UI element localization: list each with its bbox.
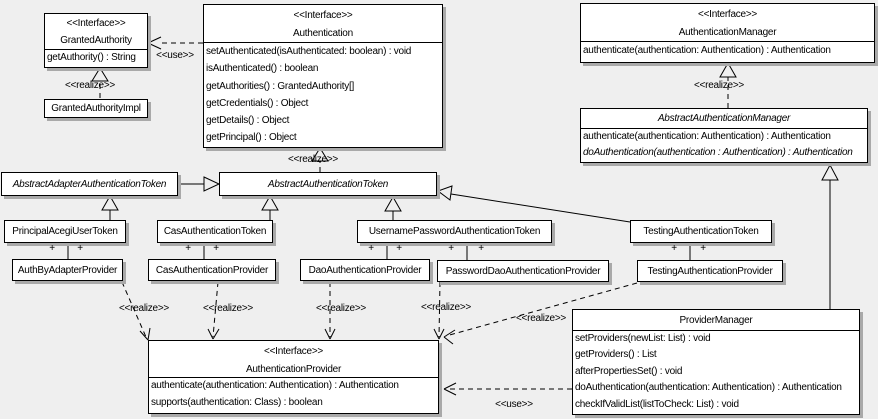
realize-label: <<realize>> (202, 303, 254, 314)
method: authenticate(authentication: Authenticat… (151, 380, 399, 391)
class-box-testing-authentication-provider[interactable]: TestingAuthenticationProvider (637, 260, 783, 282)
method: getAuthorities() : GrantedAuthority[] (206, 80, 355, 92)
association-end-plus: + (77, 243, 83, 254)
class-box-auth-by-adapter-provider[interactable]: AuthByAdapterProvider (12, 259, 123, 281)
class-name: TestingAuthenticationProvider (647, 265, 773, 277)
edge-testingtoken-to-abstracttoken (436, 185, 631, 223)
stereotype-label: <<Interface>> (697, 9, 758, 20)
method: getDetails() : Object (206, 115, 290, 127)
class-name: CasAuthenticationProvider (155, 264, 269, 276)
method: authenticate(authentication: Authenticat… (583, 45, 831, 56)
class-name: GrantedAuthority (60, 35, 132, 46)
class-box-authentication-manager[interactable]: <<Interface>> AuthenticationManager auth… (580, 3, 875, 63)
class-name: GrantedAuthorityImpl (51, 103, 141, 114)
class-name: PasswordDaoAuthenticationProvider (445, 265, 601, 277)
class-box-abstract-authentication-token[interactable]: AbstractAuthenticationToken (219, 172, 437, 196)
class-box-username-password-authentication-token[interactable]: UsernamePasswordAuthenticationToken (357, 220, 552, 243)
association-end-plus: + (185, 243, 191, 254)
class-name: ProviderManager (573, 310, 859, 331)
class-name: CasAuthenticationToken (163, 226, 267, 237)
class-name: AbstractAuthenticationManager (581, 109, 867, 129)
association-end-plus: + (448, 243, 454, 254)
class-name: AbstractAdapterAuthenticationToken (12, 178, 167, 190)
method: isAuthenticated() : boolean (206, 63, 319, 75)
association-end-plus: + (700, 243, 706, 254)
class-box-cas-authentication-provider[interactable]: CasAuthenticationProvider (148, 259, 276, 281)
association-end-plus: + (396, 243, 402, 254)
method: afterPropertiesSet() : void (575, 365, 683, 377)
edge-use-authentication-grantedauthority (147, 36, 203, 50)
edge-realize-daoprovider (324, 282, 336, 340)
method: getCredentials() : Object (206, 97, 309, 109)
class-name: PrincipalAcegiUserToken (12, 226, 118, 237)
class-box-password-dao-authentication-provider[interactable]: PasswordDaoAuthenticationProvider (437, 260, 609, 282)
edge-realize-testingprovider (443, 282, 638, 345)
edge-realize-casprovider (207, 281, 220, 340)
class-box-provider-manager[interactable]: ProviderManager setProviders(newList: Li… (572, 309, 860, 415)
edge-realize-abstractmanager-authmanager (719, 61, 737, 108)
class-box-granted-authority[interactable]: <<Interface>> GrantedAuthority getAuthor… (44, 13, 148, 68)
stereotype-label: <<Interface>> (293, 10, 353, 21)
class-name: AbstractAuthenticationToken (267, 178, 389, 190)
class-box-abstract-adapter-authentication-token[interactable]: AbstractAdapterAuthenticationToken (1, 172, 178, 196)
edge-realize-authbyadapter-provider (121, 281, 151, 341)
association-end-plus: + (49, 243, 55, 254)
use-label: <<use>> (495, 399, 533, 410)
edge-realize-grantedauthorityimpl (91, 67, 109, 98)
method: getProviders() : List (575, 349, 657, 361)
realize-label: <<realize>> (515, 313, 567, 324)
realize-label: <<realize>> (118, 303, 170, 314)
class-name: UsernamePasswordAuthenticationToken (368, 226, 541, 237)
class-box-granted-authority-impl[interactable]: GrantedAuthorityImpl (44, 99, 148, 118)
edge-principaltoken-to-abstractadapter (101, 194, 119, 220)
association-end-plus: + (368, 243, 374, 254)
edge-providermanager-to-abstractmanager (821, 163, 839, 309)
class-box-testing-authentication-token[interactable]: TestingAuthenticationToken (630, 220, 772, 243)
use-label: <<use>> (156, 50, 194, 61)
class-name: AuthenticationProvider (245, 364, 342, 375)
stereotype-label: <<Interface>> (263, 346, 324, 357)
edge-realize-abstracttoken-authentication (311, 147, 329, 172)
class-name: AuthByAdapterProvider (17, 264, 118, 276)
realize-label: <<realize>> (315, 303, 367, 314)
method: supports(authentication: Class) : boolea… (151, 396, 323, 408)
edge-castoken-to-abstracttoken (261, 194, 279, 220)
realize-label: <<realize>> (420, 302, 472, 313)
method: checkIfValidList(listToCheck: List) : vo… (575, 398, 739, 410)
method: getPrincipal() : Object (206, 132, 297, 144)
association-end-plus: + (213, 243, 219, 254)
method: setProviders(newList: List) : void (575, 333, 711, 344)
class-box-authentication[interactable]: <<Interface>> Authentication setAuthenti… (203, 4, 443, 148)
realize-label: <<realize>> (693, 80, 745, 91)
association-end-plus: + (478, 243, 484, 254)
class-box-dao-authentication-provider[interactable]: DaoAuthenticationProvider (300, 259, 430, 281)
method: doAuthentication(authentication : Authen… (583, 147, 853, 158)
edge-use-providermanager-authprovider (443, 382, 572, 396)
class-box-authentication-provider[interactable]: <<Interface>> AuthenticationProvider aut… (148, 340, 439, 414)
class-box-principal-acegi-user-token[interactable]: PrincipalAcegiUserToken (4, 220, 126, 243)
method: getAuthority() : String (47, 52, 136, 63)
class-box-abstract-authentication-manager[interactable]: AbstractAuthenticationManager authentica… (580, 108, 868, 163)
class-box-cas-authentication-token[interactable]: CasAuthenticationToken (157, 220, 273, 243)
realize-label: <<realize>> (64, 80, 116, 91)
edge-usernametoken-to-abstracttoken (384, 195, 402, 220)
class-name: DaoAuthenticationProvider (308, 264, 422, 276)
class-name: AuthenticationManager (678, 27, 777, 38)
stereotype-label: <<Interface>> (66, 18, 126, 29)
association-end-plus: + (671, 243, 677, 254)
realize-label: <<realize>> (287, 154, 339, 165)
class-name: Authentication (293, 28, 353, 39)
edge-abstractadapter-to-abstracttoken (178, 176, 221, 192)
method: doAuthentication(authentication: Authent… (575, 382, 842, 394)
edge-realize-passworddaoprovider (433, 281, 445, 340)
class-name: TestingAuthenticationToken (643, 226, 759, 237)
method: authenticate(authentication: Authenticat… (583, 131, 831, 142)
method: setAuthenticated(isAuthenticated: boolea… (206, 46, 412, 57)
